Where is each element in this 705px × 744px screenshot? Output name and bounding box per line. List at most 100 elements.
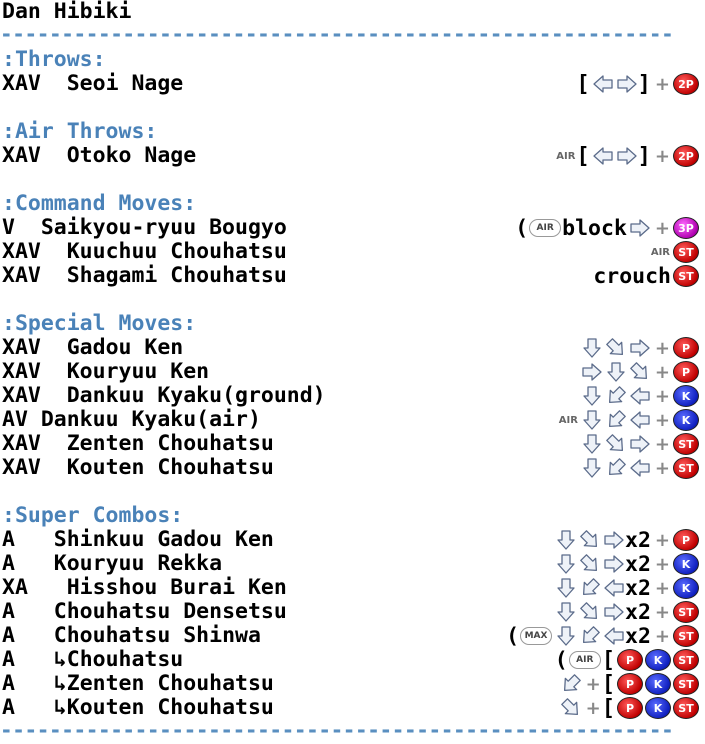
move-version: A <box>2 695 15 720</box>
arrow-down-icon <box>581 386 603 406</box>
button-st-icon: ST <box>673 601 699 623</box>
command-sub-zenten: + [ P K ST <box>558 672 699 697</box>
arrow-down-left-icon <box>605 458 627 478</box>
plus-icon: + <box>654 385 670 407</box>
repeat-count: x2 <box>625 623 651 649</box>
arrow-down-icon <box>555 554 577 574</box>
arrow-down-left-icon <box>579 578 601 598</box>
arrow-down-right-icon <box>560 698 582 718</box>
arrow-left-icon <box>629 410 651 430</box>
move-row: XA Hisshou Burai Ken <box>2 576 287 600</box>
plus-icon: + <box>654 577 670 599</box>
move-name: Zenten Chouhatsu <box>66 431 274 456</box>
button-st-icon: ST <box>673 265 699 287</box>
arrow-left-icon <box>629 386 651 406</box>
open-paren: ( <box>506 623 520 649</box>
air-tag: AIR <box>558 414 578 426</box>
open-paren: ( <box>515 215 529 241</box>
plus-icon: + <box>654 361 670 383</box>
move-row: XAV Zenten Chouhatsu <box>2 432 274 456</box>
arrow-down-right-icon <box>579 554 601 574</box>
move-version: XAV <box>2 455 41 480</box>
command-sub-kouten: + [ P K ST <box>558 695 699 721</box>
move-name: Dankuu Kyaku(ground) <box>66 383 326 408</box>
arrow-left-icon <box>629 458 651 478</box>
plus-icon: + <box>585 673 601 695</box>
button-p-icon: P <box>617 697 643 719</box>
move-name: Otoko Nage <box>66 143 197 168</box>
arrow-right-icon <box>616 74 638 94</box>
move-name: Kouten Chouhatsu <box>66 695 274 720</box>
move-name: Chouhatsu Shinwa <box>53 623 261 648</box>
arrow-left-icon <box>592 146 614 166</box>
arrow-down-icon <box>605 362 627 382</box>
move-name: Saikyou-ryuu Bougyo <box>40 215 287 240</box>
move-version: XAV <box>2 431 41 456</box>
separator-bottom: ----------------------------------------… <box>0 718 674 742</box>
move-name: Zenten Chouhatsu <box>66 671 274 696</box>
move-row: A Kouryuu Rekka <box>2 552 222 576</box>
close-bracket: ] <box>637 71 651 97</box>
arrow-down-left-icon <box>605 410 627 430</box>
move-name: Dankuu Kyaku(air) <box>40 407 261 432</box>
sub-move-arrow: ↳ <box>53 671 67 696</box>
arrow-right-icon <box>603 602 625 622</box>
move-name: Shagami Chouhatsu <box>66 263 287 288</box>
move-name: Kouryuu Ken <box>66 359 210 384</box>
command-seoi-nage: [ ] + 2P <box>576 71 699 97</box>
button-st-icon: ST <box>673 241 699 263</box>
sub-move-arrow: ↳ <box>53 695 67 720</box>
section-throws: :Throws: <box>2 47 106 72</box>
button-3p-icon: 3P <box>673 217 699 239</box>
section-special-moves: :Special Moves: <box>2 311 197 336</box>
plus-icon: + <box>654 145 670 167</box>
move-name: Shinkuu Gadou Ken <box>53 527 274 552</box>
repeat-count: x2 <box>625 599 651 625</box>
button-k-icon: K <box>673 385 699 407</box>
arrow-down-right-icon <box>605 434 627 454</box>
plus-icon: + <box>654 553 670 575</box>
button-2p-icon: 2P <box>673 73 699 95</box>
move-name: Hisshou Burai Ken <box>66 575 287 600</box>
command-zenten-chouhatsu: +ST <box>579 432 699 456</box>
character-name: Dan Hibiki <box>2 0 132 24</box>
move-row: XAV Kouten Chouhatsu <box>2 456 274 480</box>
button-k-icon: K <box>645 697 671 719</box>
plus-icon: + <box>654 337 670 359</box>
move-row: XAV Shagami Chouhatsu <box>2 264 287 288</box>
button-k-icon: K <box>673 553 699 575</box>
command-dankuu-air: AIR +K <box>559 408 699 432</box>
block-word: block <box>562 215 627 241</box>
open-bracket: [ <box>576 143 590 169</box>
plus-icon: + <box>654 433 670 455</box>
move-row: A ↳Zenten Chouhatsu <box>2 672 274 696</box>
command-chouhatsu-shinwa: ( MAX x2 +ST <box>506 623 699 649</box>
open-paren: ( <box>554 647 568 673</box>
section-air-throws: :Air Throws: <box>2 119 158 144</box>
arrow-down-right-icon <box>579 530 601 550</box>
move-name: Chouhatsu Densetsu <box>53 599 287 624</box>
plus-icon: + <box>654 625 670 647</box>
move-version: A <box>2 551 15 576</box>
arrow-left-icon <box>592 74 614 94</box>
move-row: V Saikyou-ryuu Bougyo <box>2 216 287 240</box>
arrow-down-icon <box>555 626 577 646</box>
button-k-icon: K <box>645 673 671 695</box>
button-st-icon: ST <box>673 457 699 479</box>
move-row: A ↳Kouten Chouhatsu <box>2 696 274 720</box>
button-st-icon: ST <box>673 673 699 695</box>
button-k-icon: K <box>673 409 699 431</box>
command-shagami-chouhatsu: crouch ST <box>593 264 699 289</box>
move-version: XAV <box>2 239 41 264</box>
move-version: A <box>2 647 15 672</box>
move-row: XAV Kouryuu Ken <box>2 360 209 384</box>
move-name: Kouten Chouhatsu <box>66 455 274 480</box>
arrow-down-icon <box>581 338 603 358</box>
move-name: Seoi Nage <box>66 71 184 96</box>
repeat-count: x2 <box>625 527 651 553</box>
air-pill: AIR <box>568 651 601 669</box>
arrow-down-icon <box>581 410 603 430</box>
open-bracket: [ <box>601 695 615 721</box>
move-row: A ↳Chouhatsu <box>2 648 183 672</box>
arrow-down-icon <box>555 578 577 598</box>
